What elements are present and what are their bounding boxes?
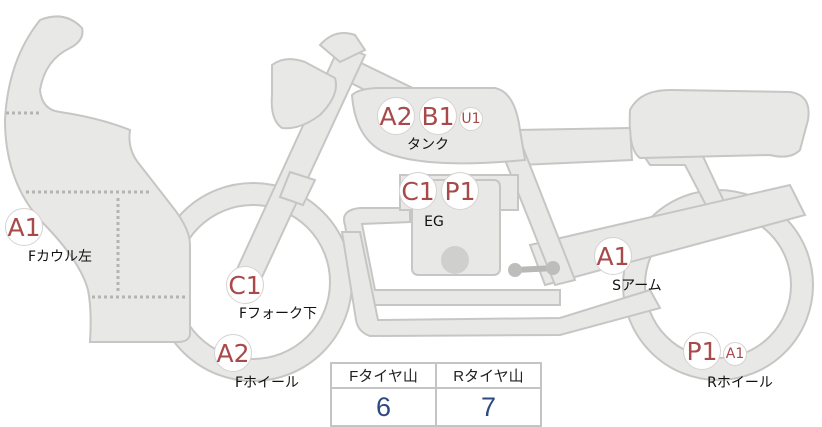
handlebar-shape: [318, 32, 367, 64]
engine-cover-shape: [441, 246, 469, 274]
rear-tire-value: 7: [435, 387, 542, 427]
front-tire-value: 6: [330, 387, 437, 427]
damage-marker-tank-u1[interactable]: U1: [459, 107, 483, 131]
headlight-shape: [270, 58, 337, 130]
rear-tire-header: Rタイヤ山: [435, 362, 542, 389]
front-cowl-shape: [3, 15, 191, 343]
damage-marker-tank-a2[interactable]: A2: [377, 97, 415, 135]
part-label-tank: タンク: [407, 137, 449, 153]
part-label-fwheel: Fホイール: [234, 375, 300, 391]
part-label-ffork: Fフォーク下: [238, 306, 318, 322]
rear-seat-shape: [628, 88, 810, 160]
part-label-eg: EG: [424, 214, 444, 230]
damage-marker-ffork-c1[interactable]: C1: [226, 266, 264, 304]
damage-marker-fcowl-a1[interactable]: A1: [5, 208, 43, 246]
damage-marker-eg-p1[interactable]: P1: [441, 172, 479, 210]
part-label-fcowl: Fカウル左: [27, 249, 93, 265]
damage-marker-tank-b1[interactable]: B1: [419, 97, 457, 135]
seat-shape: [513, 126, 634, 167]
cowl-section-lines: [6, 111, 188, 299]
front-tire-header: Fタイヤ山: [330, 362, 437, 389]
part-label-sarm: Sアーム: [612, 278, 662, 294]
damage-marker-eg-c1[interactable]: C1: [399, 172, 437, 210]
damage-marker-sarm-a1[interactable]: A1: [594, 237, 632, 275]
tire-tread-table: Fタイヤ山 Rタイヤ山 6 7: [330, 362, 542, 427]
fork-cover-shape: [278, 170, 317, 207]
part-label-rwheel: Rホイール: [707, 375, 773, 391]
damage-marker-fwheel-a2[interactable]: A2: [214, 334, 252, 372]
damage-marker-rwheel-a1[interactable]: A1: [723, 342, 747, 366]
exhaust-shape-2: [340, 231, 662, 338]
damage-marker-rwheel-p1[interactable]: P1: [683, 332, 721, 370]
